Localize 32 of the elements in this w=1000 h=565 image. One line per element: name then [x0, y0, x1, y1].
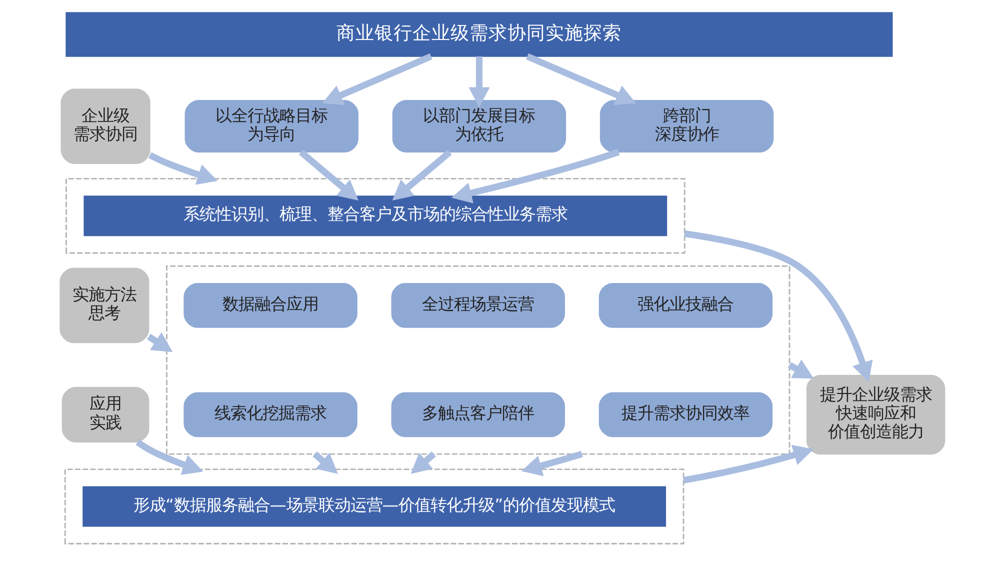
- arrow: [526, 53, 636, 106]
- cluster: [64, 468, 684, 544]
- node-box: 实施方法思考: [59, 268, 149, 344]
- cluster: [166, 265, 790, 455]
- node-box: 线索化挖掘需求: [183, 392, 357, 438]
- arrow: [135, 439, 203, 475]
- arrow: [468, 56, 490, 108]
- arrow: [682, 444, 814, 484]
- arrow: [450, 148, 620, 204]
- node-box: 以部门发展目标为依托: [392, 100, 566, 152]
- node-box: 多触点客户陪伴: [390, 392, 564, 438]
- node-box: 系统性识别、梳理、整合客户及市场的综合性业务需求: [83, 196, 667, 236]
- node-box: 形成“数据服务融合—场景联动运营—价值转化升级”的价值发现模式: [82, 486, 666, 527]
- arrow: [298, 150, 358, 201]
- arrow: [410, 452, 436, 474]
- arrow: [392, 150, 452, 201]
- node-box: 商业银行企业级需求协同实施探索: [65, 12, 892, 57]
- arrow: [787, 360, 814, 379]
- arrow: [146, 332, 172, 352]
- node-box: 数据融合应用: [183, 283, 357, 328]
- arrow: [684, 230, 872, 382]
- node-box: 强化业技融合: [598, 283, 772, 328]
- node-box: 以全行战略目标为导向: [184, 100, 358, 152]
- arrow: [312, 452, 338, 474]
- node-box: 跨部门深度协作: [599, 100, 774, 152]
- node-box: 企业级需求协同: [60, 88, 150, 164]
- node-box: 全过程场景运营: [390, 283, 564, 328]
- arrow: [148, 152, 218, 185]
- node-box: 应用实践: [61, 386, 149, 443]
- node-box: 提升企业级需求快速响应和价值创造能力: [806, 374, 945, 455]
- arrow: [322, 53, 432, 106]
- node-box: 提升需求协同效率: [598, 392, 772, 438]
